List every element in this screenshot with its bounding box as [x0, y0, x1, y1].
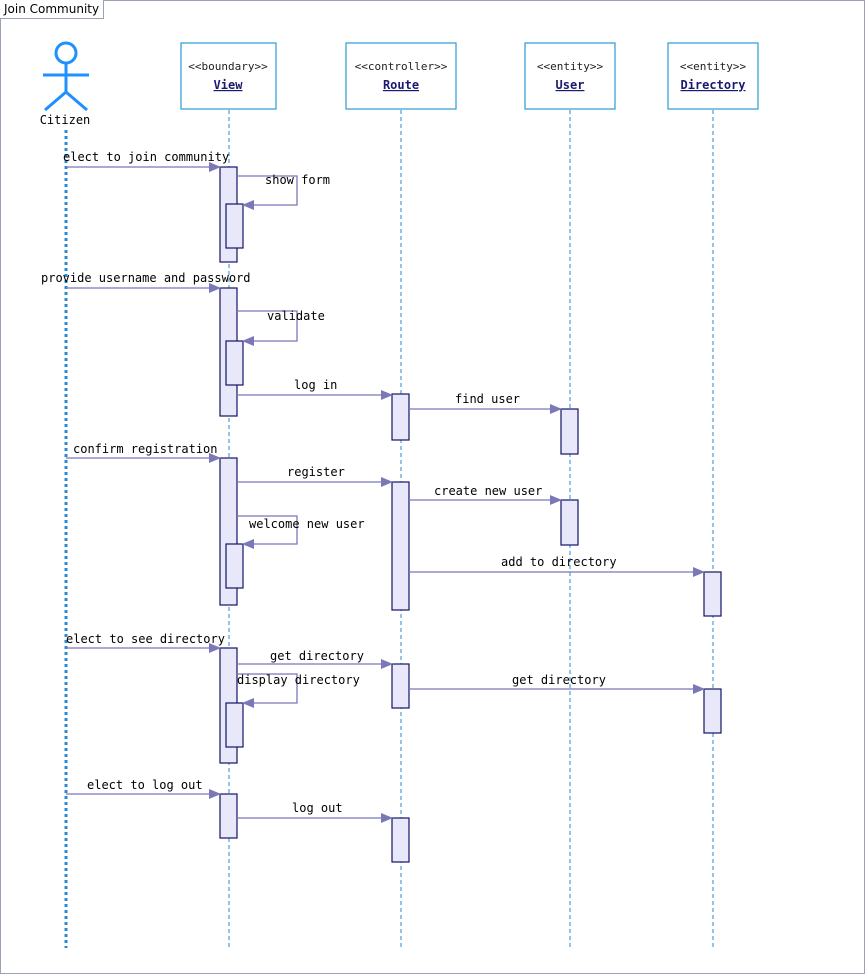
participant-route: <<controller>> Route [345, 42, 457, 110]
activation-directory [703, 688, 722, 734]
activation-directory [703, 571, 722, 617]
actor-label: Citizen [40, 113, 91, 127]
message-label: elect to join community [63, 150, 229, 164]
participant-stereotype: <<boundary>> [188, 60, 268, 73]
message-confirm-registration: confirm registration [66, 442, 221, 463]
diagram-title: Join Community [0, 0, 105, 19]
participant-name: Directory [680, 78, 745, 92]
activation-view-nested [225, 340, 244, 386]
message-label: validate [267, 309, 325, 323]
message-label: welcome new user [249, 517, 365, 531]
participant-stereotype: <<entity>> [537, 60, 604, 73]
message-welcome-new-user: welcome new user [237, 515, 365, 549]
message-display-directory: display directory [237, 673, 360, 708]
message-find-user: find user [409, 392, 562, 414]
activation-route [391, 481, 410, 611]
activation-view-nested [225, 543, 244, 589]
participant-user: <<entity>> User [524, 42, 616, 110]
message-label: create new user [434, 484, 542, 498]
participant-view: <<boundary>> View [180, 42, 277, 110]
message-elect-to-join-community: elect to join community [63, 150, 229, 172]
message-label: log out [292, 801, 343, 815]
message-show-form: show form [237, 173, 330, 210]
activation-route [391, 663, 410, 709]
activation-view-nested [225, 203, 244, 249]
message-get-directory-route: get directory [237, 649, 393, 669]
participant-name: Route [383, 78, 419, 92]
message-label: find user [455, 392, 520, 406]
message-label: elect to log out [87, 778, 203, 792]
message-label: provide username and password [41, 271, 251, 285]
message-label: elect to see directory [66, 632, 225, 646]
activation-view-nested [225, 702, 244, 748]
message-log-in: log in [237, 378, 393, 400]
message-create-new-user: create new user [409, 484, 562, 505]
activation-user [560, 499, 579, 546]
message-provide-username-and-password: provide username and password [41, 271, 251, 293]
activation-route [391, 393, 410, 441]
message-label: get directory [512, 673, 606, 687]
participant-name: View [214, 78, 244, 92]
participant-stereotype: <<controller>> [355, 60, 448, 73]
activation-user [560, 408, 579, 455]
activation-route [391, 817, 410, 863]
actor-citizen: Citizen [40, 41, 91, 127]
message-label: get directory [270, 649, 364, 663]
message-label: log in [294, 378, 337, 392]
participant-name: User [556, 78, 585, 92]
message-log-out: log out [237, 801, 393, 823]
message-validate: validate [237, 309, 325, 346]
message-add-to-directory: add to directory [409, 555, 705, 577]
actor-head-icon [54, 41, 78, 65]
message-get-directory-directory: get directory [409, 673, 705, 694]
message-register: register [237, 465, 393, 487]
message-label: add to directory [501, 555, 617, 569]
message-label: show form [265, 173, 330, 187]
message-label: confirm registration [73, 442, 218, 456]
participant-directory: <<entity>> Directory [667, 42, 759, 110]
message-elect-to-log-out: elect to log out [66, 778, 221, 799]
participant-stereotype: <<entity>> [680, 60, 747, 73]
activation-view [219, 793, 238, 839]
message-elect-to-see-directory: elect to see directory [66, 632, 225, 653]
message-label: register [287, 465, 345, 479]
message-label: display directory [237, 673, 360, 687]
